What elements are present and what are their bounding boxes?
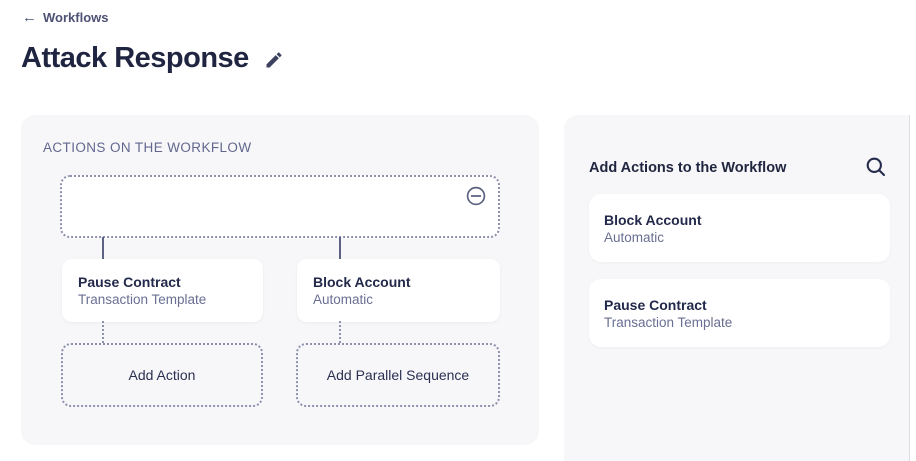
search-icon[interactable] (865, 156, 887, 178)
connector-line (339, 237, 341, 259)
edit-pencil-icon[interactable] (264, 50, 284, 70)
actions-panel-title: Add Actions to the Workflow (589, 160, 787, 176)
page-title: Attack Response (21, 42, 249, 74)
action-item-pause-contract[interactable]: Pause Contract Transaction Template (589, 279, 890, 347)
connector-line (102, 237, 104, 259)
action-subtitle: Automatic (604, 229, 665, 245)
action-title: Pause Contract (604, 296, 707, 313)
node-title: Block Account (313, 274, 411, 290)
add-action-button[interactable]: Add Action (61, 343, 263, 407)
action-subtitle: Transaction Template (604, 314, 733, 330)
page-title-row: Attack Response (21, 42, 284, 75)
workflow-node-pause-contract[interactable]: Pause Contract Transaction Template (62, 259, 263, 322)
node-subtitle: Automatic (313, 292, 374, 307)
back-link-label: Workflows (43, 10, 109, 25)
action-item-block-account[interactable]: Block Account Automatic (589, 194, 890, 262)
minus-circle-icon[interactable] (466, 186, 486, 206)
workflow-node-block-account[interactable]: Block Account Automatic (297, 259, 500, 322)
node-title: Pause Contract (78, 274, 181, 290)
actions-library-panel: Add Actions to the Workflow Block Accoun… (564, 115, 910, 461)
add-parallel-sequence-label: Add Parallel Sequence (326, 367, 470, 383)
node-subtitle: Transaction Template (78, 292, 207, 307)
dotted-connector-line (339, 321, 341, 343)
back-to-workflows-link[interactable]: ← Workflows (22, 10, 109, 25)
workflow-trigger-box[interactable] (60, 175, 500, 238)
add-action-label: Add Action (128, 367, 196, 383)
arrow-left-icon: ← (22, 9, 37, 26)
workflow-canvas-panel: ACTIONS ON THE WORKFLOW Pause Contract T… (21, 115, 539, 445)
action-title: Block Account (604, 211, 702, 228)
add-parallel-sequence-button[interactable]: Add Parallel Sequence (296, 343, 500, 407)
workflow-panel-label: ACTIONS ON THE WORKFLOW (43, 140, 252, 155)
dotted-connector-line (102, 321, 104, 343)
